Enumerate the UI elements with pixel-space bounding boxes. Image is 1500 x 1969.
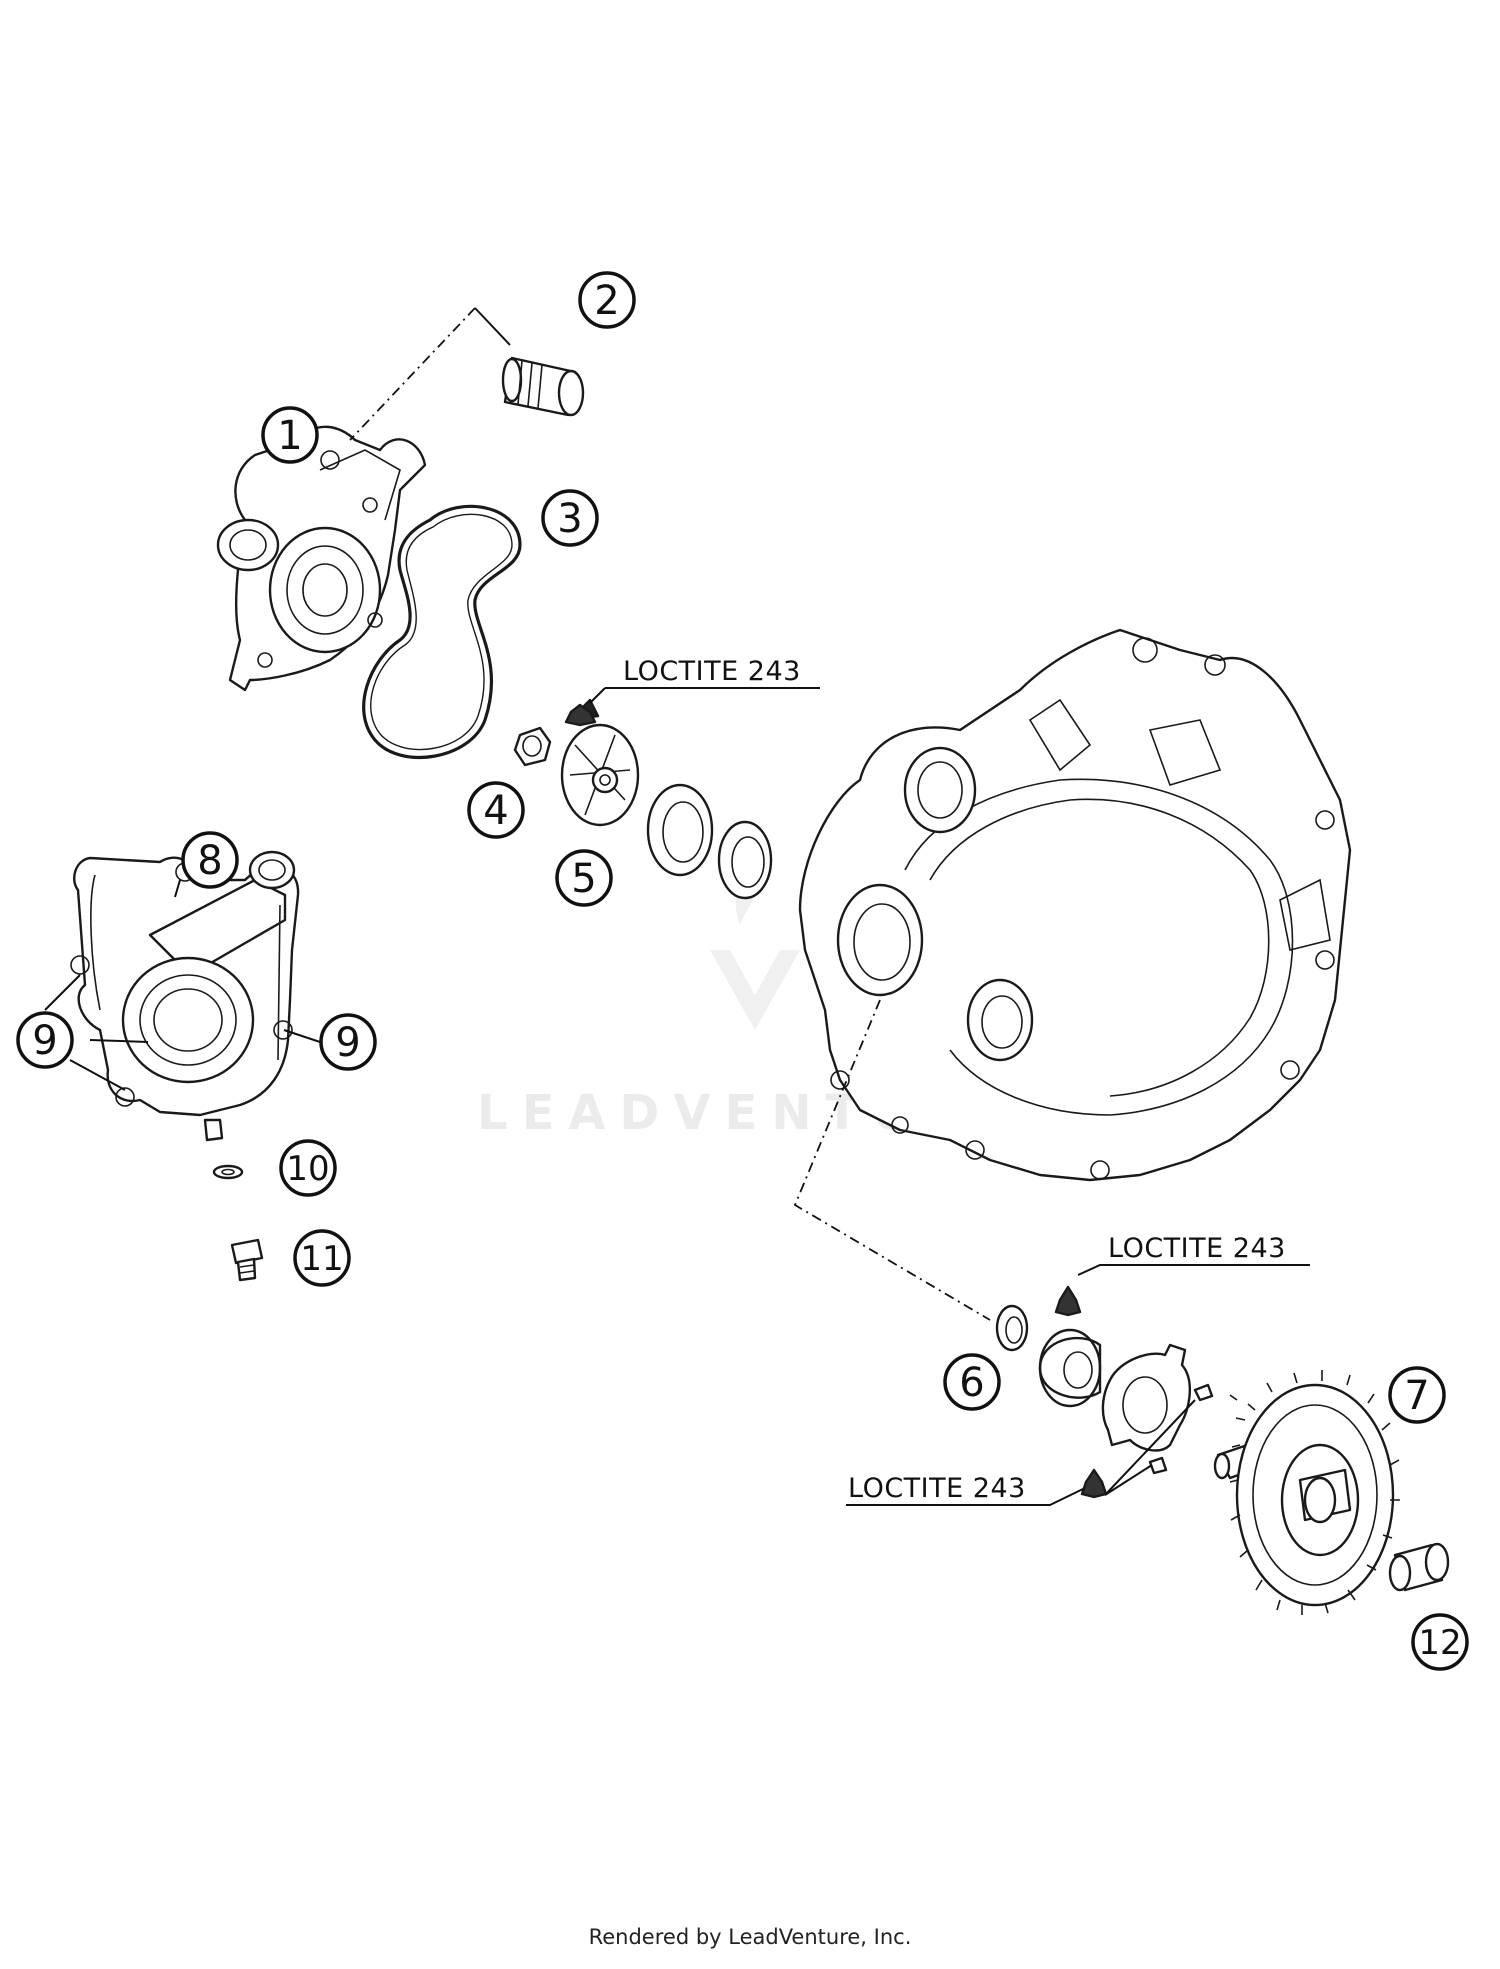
part-bearing-plate [1101, 1343, 1192, 1452]
part-water-pump-housing [216, 425, 427, 692]
part-impeller [560, 698, 640, 827]
svg-text:1: 1 [277, 413, 302, 459]
svg-text:10: 10 [286, 1149, 329, 1189]
part-impeller-nut [513, 726, 552, 767]
callout-5: 5 [555, 849, 613, 907]
part-plate-screws [1148, 1383, 1214, 1475]
callout-9-left: 9 [16, 1011, 74, 1069]
svg-text:8: 8 [197, 838, 222, 884]
loctite-drop-upper [564, 703, 597, 727]
loctite-note-lower: LOCTITE 243 [848, 1473, 1026, 1504]
svg-text:2: 2 [594, 278, 619, 324]
footer-credit: Rendered by LeadVenture, Inc. [588, 1925, 912, 1949]
svg-text:6: 6 [959, 1360, 984, 1406]
part-sleeve [501, 356, 585, 417]
svg-text:9: 9 [335, 1020, 360, 1066]
part-ball-bearing [1038, 1328, 1102, 1408]
svg-text:7: 7 [1404, 1373, 1429, 1419]
part-water-pump-gear [1213, 1370, 1400, 1615]
callout-10: 10 [279, 1139, 337, 1197]
callout-6: 6 [943, 1353, 1001, 1411]
loctite-drop-right [1054, 1285, 1082, 1317]
callout-2: 2 [578, 271, 636, 329]
svg-text:4: 4 [483, 788, 508, 834]
svg-text:3: 3 [557, 496, 582, 542]
leader-lines [44, 307, 1310, 1506]
part-drain-screw [230, 1238, 264, 1282]
callout-1: 1 [261, 406, 319, 464]
callout-12: 12 [1411, 1613, 1469, 1671]
part-shaft-seal-outer [646, 783, 714, 877]
svg-text:9: 9 [32, 1018, 57, 1064]
callout-8: 8 [181, 831, 239, 889]
part-needle-bearing [1388, 1542, 1450, 1592]
part-oil-seal [995, 1304, 1029, 1352]
part-crankcase-half [798, 628, 1352, 1182]
svg-text:12: 12 [1418, 1623, 1461, 1663]
callout-11: 11 [293, 1229, 351, 1287]
callout-3: 3 [541, 489, 599, 547]
svg-text:11: 11 [300, 1239, 343, 1279]
part-sealing-washer [212, 1164, 244, 1180]
loctite-note-right: LOCTITE 243 [1108, 1233, 1286, 1264]
callout-7: 7 [1388, 1366, 1446, 1424]
svg-text:5: 5 [571, 856, 596, 902]
part-water-pump-cover [70, 850, 300, 1142]
part-gasket-o-ring [362, 504, 522, 760]
callout-9-right: 9 [319, 1013, 377, 1071]
loctite-drop-lower [1080, 1468, 1108, 1499]
callout-4: 4 [467, 781, 525, 839]
part-shaft-seal-inner [717, 820, 773, 900]
loctite-note-upper: LOCTITE 243 [623, 656, 801, 687]
